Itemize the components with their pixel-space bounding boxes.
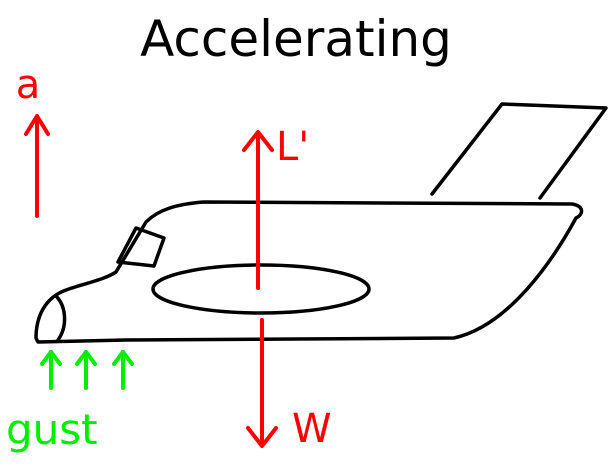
tail-fin bbox=[430, 102, 608, 200]
gust-arrow-2 bbox=[75, 350, 97, 390]
weight-label: W bbox=[292, 406, 332, 452]
wing bbox=[151, 263, 371, 315]
nose-cone bbox=[54, 294, 67, 342]
lift-arrow bbox=[242, 130, 274, 290]
lift-label: L' bbox=[276, 124, 309, 170]
fuselage-outline bbox=[34, 200, 584, 344]
airplane bbox=[34, 102, 608, 344]
gust-arrow-3 bbox=[112, 350, 134, 390]
cockpit-window bbox=[116, 226, 166, 268]
weight-arrow bbox=[246, 318, 278, 448]
gust-arrow-1 bbox=[40, 350, 62, 390]
acceleration-label: a bbox=[16, 62, 41, 108]
diagram-title: Accelerating bbox=[140, 10, 452, 68]
gust-arrows bbox=[40, 350, 134, 390]
acceleration-arrow bbox=[24, 114, 50, 218]
gust-label: gust bbox=[6, 405, 98, 454]
